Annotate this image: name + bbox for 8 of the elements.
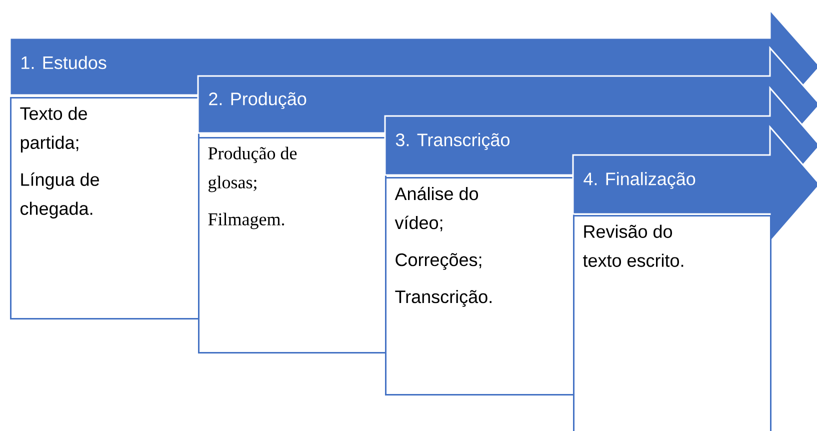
node-label: 1. Estudos: [22, 56, 106, 70]
text-box: Revisão do texto escrito.: [573, 215, 772, 431]
node-label: 2. Produção: [209, 92, 306, 109]
text-box: Análise do vídeo; Correções; Transcrição.: [385, 177, 574, 396]
node-label: 3. Transcrição: [396, 133, 510, 150]
text-box: Texto de partida; Língua de chegada.: [10, 97, 200, 320]
text-box: Produção de glosas; Filmagem.: [198, 137, 386, 354]
node-label: 4. Finalização: [584, 172, 696, 189]
